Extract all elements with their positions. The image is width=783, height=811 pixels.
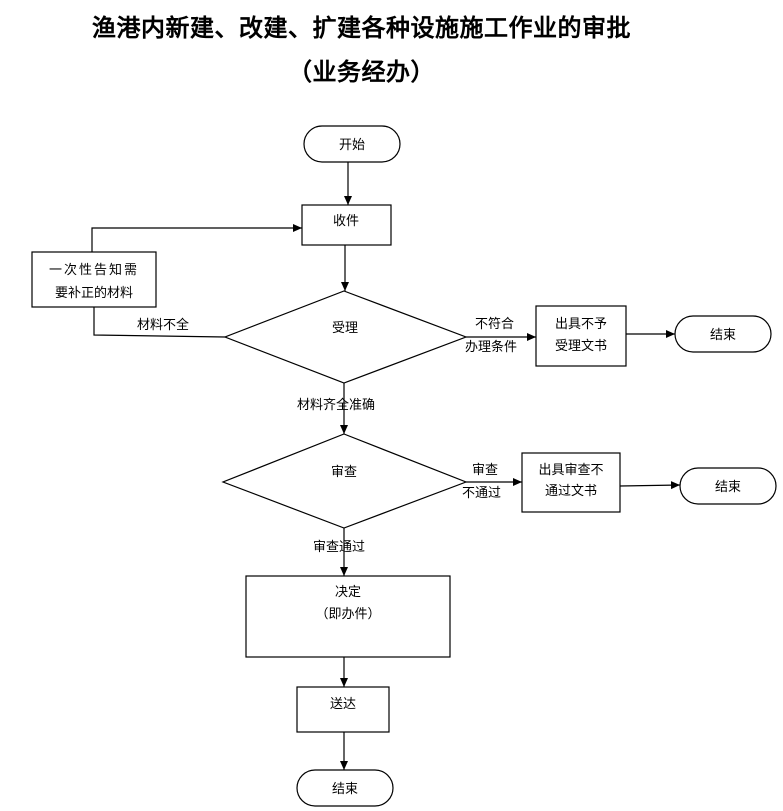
deliver-label: 送达 — [330, 697, 356, 712]
edge-label-review-not-pass-line1: 审查 — [472, 463, 498, 478]
end-review-label: 结束 — [715, 480, 741, 495]
review-label: 审查 — [331, 465, 357, 480]
review-diamond — [221, 433, 468, 529]
decide-label-line1: 决定 — [335, 585, 361, 600]
start-terminal — [303, 125, 401, 163]
edge-label-review-not-pass-line2: 不通过 — [462, 486, 501, 501]
reject-label-line1: 出具不予 — [555, 317, 607, 332]
page-subtitle: （业务经办） — [288, 57, 435, 86]
review-fail-label-line1: 出具审查不 — [538, 463, 603, 478]
decide-box — [245, 575, 451, 658]
edge-label-review-pass: 审查通过 — [313, 540, 365, 555]
edge-accept-notify — [93, 307, 226, 338]
edge-label-incomplete: 材料不全 — [137, 317, 189, 333]
end-final-label: 结束 — [332, 782, 358, 797]
review-fail-box — [521, 452, 621, 513]
end-review-terminal — [679, 467, 777, 505]
decide-label-line2: （即办件） — [315, 607, 380, 622]
edge-label-not-meet-line2: 办理条件 — [465, 339, 517, 355]
notify-label-line1: 一次性告知需 — [49, 262, 139, 278]
end-final-terminal — [296, 769, 394, 807]
reject-label-line2: 受理文书 — [555, 339, 607, 354]
reject-box — [535, 305, 627, 367]
receive-label: 收件 — [333, 214, 359, 229]
edge-label-complete: 材料齐全准确 — [297, 397, 375, 413]
start-label: 开始 — [339, 138, 365, 153]
accept-label: 受理 — [332, 321, 358, 336]
end-reject-label: 结束 — [710, 328, 736, 343]
page-title: 渔港内新建、改建、扩建各种设施施工作业的审批 — [92, 13, 631, 42]
notify-label-line2: 要补正的材料 — [55, 285, 133, 301]
edge-fail-end — [619, 481, 681, 490]
deliver-box — [296, 686, 390, 733]
edge-notify-receive — [91, 224, 302, 252]
receive-box — [301, 204, 392, 246]
review-fail-label-line2: 通过文书 — [545, 484, 597, 499]
accept-diamond — [223, 290, 468, 384]
edge-label-not-meet-line1: 不符合 — [475, 316, 514, 332]
